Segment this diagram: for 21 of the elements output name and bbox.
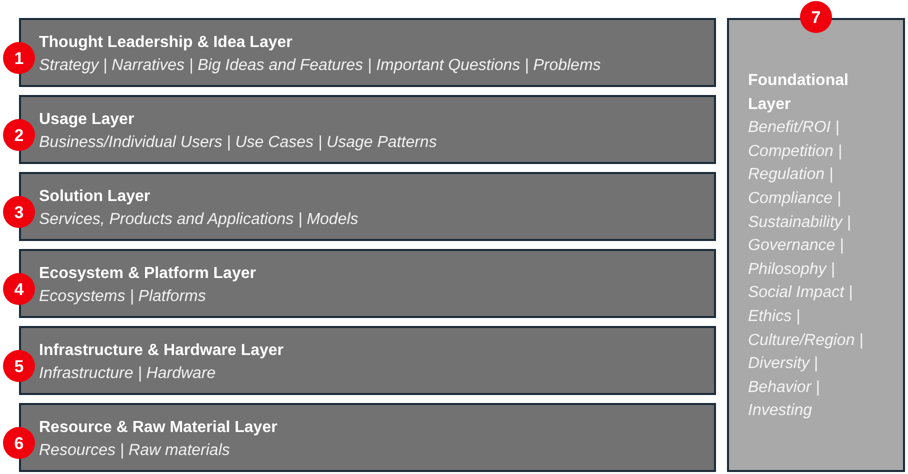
number-badge: 2 (3, 119, 35, 151)
layer-description: Benefit/ROI | Competition | Regulation | Compliance | Sustainability | Governance | Philosophy | Social Impact | Ethics | Culture/Region | Diversity | Behavior | Investing (748, 118, 864, 422)
layer-title: Usage Layer (39, 110, 134, 130)
number-badge: 6 (3, 427, 35, 459)
number-badge: 3 (3, 196, 35, 228)
layer-description: Resources | Raw materials (39, 440, 230, 460)
layer-description: Infrastructure | Hardware (39, 364, 216, 384)
layer-title: Ecosystem & Platform Layer (39, 264, 256, 284)
layer-description: Business/Individual Users | Use Cases | Usage Patterns (39, 132, 437, 152)
number-badge: 5 (3, 350, 35, 382)
layer-title: Thought Leadership & Idea Layer (39, 32, 292, 52)
layer-title: Foundational Layer (748, 71, 850, 115)
layer-description: Services, Products and Applications | Models (39, 210, 358, 230)
number-badge: 1 (3, 42, 35, 74)
layer-title: Resource & Raw Material Layer (39, 418, 278, 438)
layer-description: Strategy | Narratives | Big Ideas and Features | Important Questions | Problems (39, 56, 601, 76)
number-badge: 7 (800, 1, 832, 33)
layer-title: Solution Layer (39, 186, 150, 206)
layer-description: Ecosystems | Platforms (39, 286, 206, 306)
number-badge: 4 (3, 273, 35, 305)
layer-title: Infrastructure & Hardware Layer (39, 340, 284, 360)
